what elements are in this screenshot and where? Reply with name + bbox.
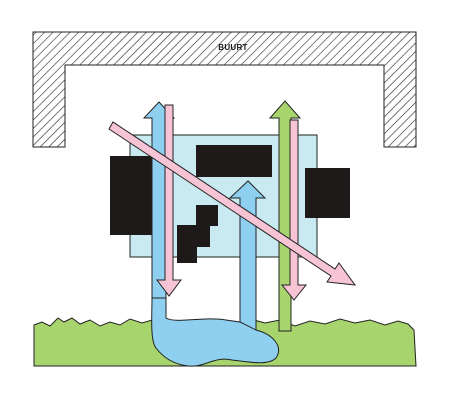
neighbourhood-label: BUURT [218, 43, 248, 52]
block-stepped [177, 205, 218, 263]
block-top [196, 145, 272, 177]
pink-arrow-down-left [156, 104, 182, 297]
block-left [110, 156, 156, 235]
blue-arrow-up-center [228, 180, 267, 331]
block-right [305, 168, 350, 218]
water-pool [151, 297, 279, 367]
neighbourhood-frame [32, 31, 417, 148]
pink-arrow-diagonal [108, 121, 357, 286]
pink-arrow-down-right [280, 119, 308, 301]
